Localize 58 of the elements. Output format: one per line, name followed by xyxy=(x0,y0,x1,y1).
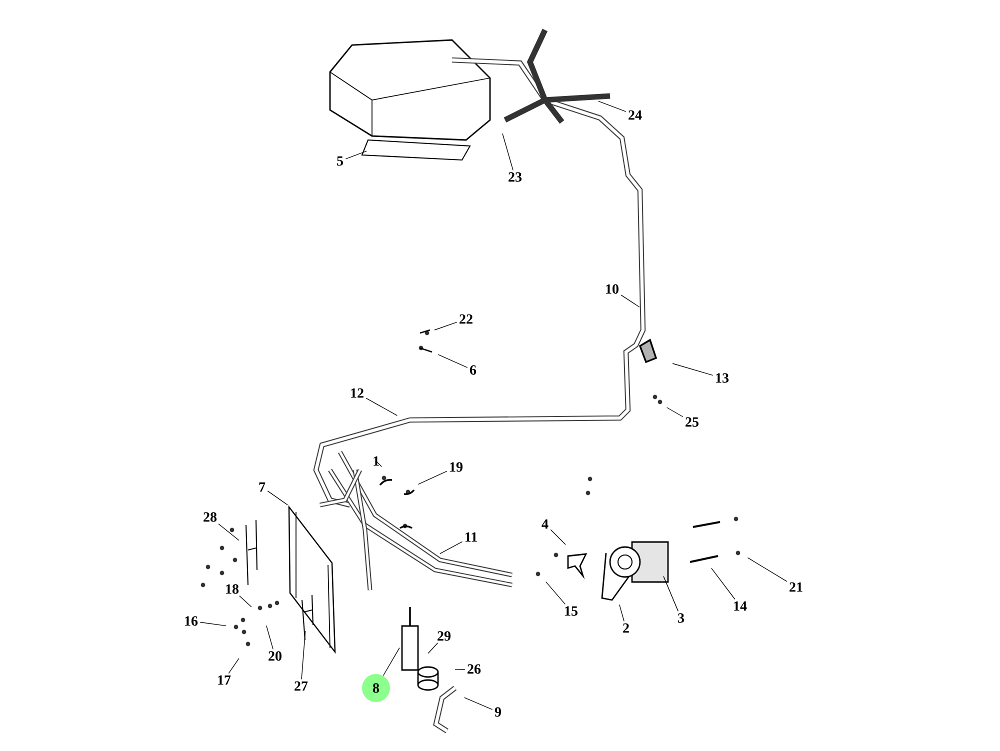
leader-line xyxy=(454,669,466,670)
callout-number: 9 xyxy=(494,707,502,717)
leader-line xyxy=(747,557,788,582)
leader-line xyxy=(464,697,493,710)
leader-line xyxy=(228,658,240,674)
leader-line xyxy=(239,596,252,608)
callout-number: 17 xyxy=(218,675,231,685)
leader-line xyxy=(382,647,400,676)
callout-number: 20 xyxy=(268,651,282,661)
highlighted-callout-number: 8 xyxy=(362,674,390,702)
callout-number: 12 xyxy=(351,388,364,398)
callout-number: 15 xyxy=(565,606,578,616)
leader-line xyxy=(438,354,468,368)
leader-line xyxy=(345,150,367,160)
callout-number: 11 xyxy=(466,532,477,542)
leader-line xyxy=(301,630,306,680)
leader-line xyxy=(266,625,274,650)
callout-number: 18 xyxy=(226,584,239,594)
leader-line xyxy=(666,407,684,418)
callout-number: 10 xyxy=(606,284,618,294)
leader-line xyxy=(376,461,382,467)
leader-line xyxy=(672,363,714,376)
callout-number: 5 xyxy=(337,156,343,166)
leader-line xyxy=(620,294,640,308)
callout-number: 14 xyxy=(734,601,747,611)
callout-number: 26 xyxy=(468,664,481,674)
callout-number: 7 xyxy=(259,482,266,492)
callout-number: 22 xyxy=(460,314,472,324)
leader-line xyxy=(267,490,288,506)
leader-line xyxy=(711,568,736,600)
callout-number: 19 xyxy=(450,462,463,472)
leader-line xyxy=(619,604,624,622)
callout-number: 4 xyxy=(542,519,548,529)
callout-number: 2 xyxy=(623,623,629,633)
leader-line xyxy=(546,581,566,605)
leader-line xyxy=(428,642,438,654)
leader-line xyxy=(434,322,458,330)
callout-number: 24 xyxy=(628,110,642,120)
callout-number: 6 xyxy=(470,365,476,375)
leader-line xyxy=(218,524,240,541)
callout-number: 13 xyxy=(716,373,729,383)
leader-line xyxy=(663,576,678,612)
callout-number: 21 xyxy=(790,582,802,592)
callout-number: 29 xyxy=(438,631,451,641)
callout-number: 1 xyxy=(374,456,379,466)
leader-line xyxy=(200,622,226,626)
callout-number: 23 xyxy=(508,172,522,182)
callout-number: 28 xyxy=(204,512,217,522)
leader-line xyxy=(418,470,448,485)
leader-line xyxy=(598,100,626,112)
callout-number: 16 xyxy=(185,616,198,626)
leader-line xyxy=(366,398,398,416)
callout-number: 3 xyxy=(678,613,684,623)
callout-number: 27 xyxy=(294,681,308,691)
callout-number: 25 xyxy=(686,417,699,427)
leader-line xyxy=(502,133,514,171)
leader-line xyxy=(550,529,566,545)
leader-line xyxy=(440,541,463,554)
